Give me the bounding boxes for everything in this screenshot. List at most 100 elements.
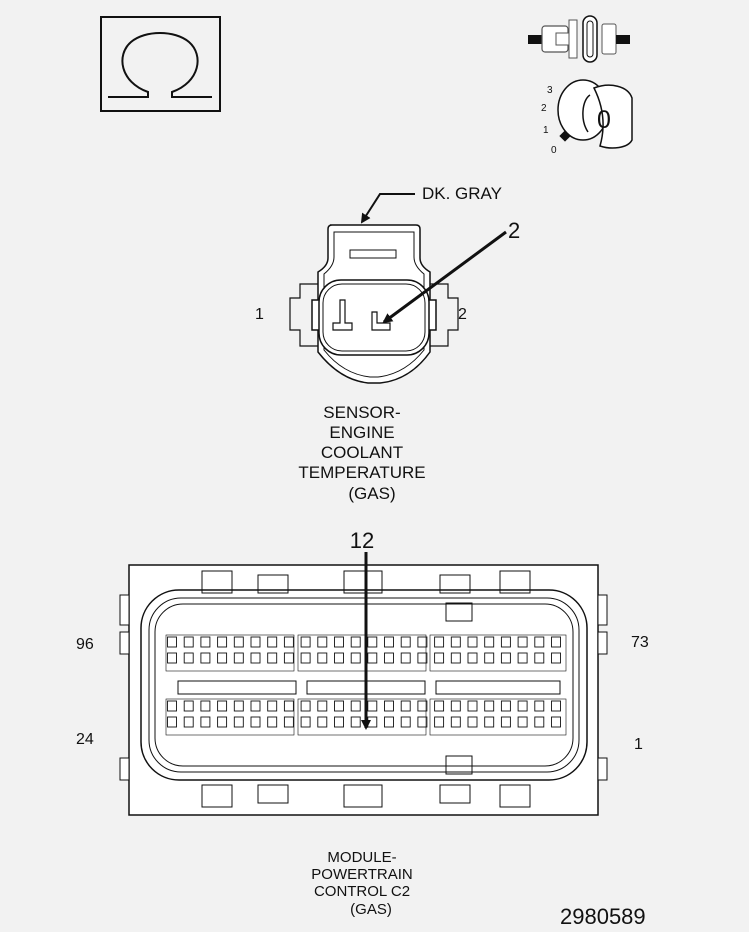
pcm-terminal-cavity [467,700,478,712]
pcm-terminal-cavity [350,700,361,712]
wire-color-label: DK. GRAY [422,184,502,203]
ignition-position-0: 0 [551,145,557,156]
pcm-pin-group-frame [429,634,567,672]
connector-disconnected-icon [528,15,630,63]
pcm-terminal-cavity [300,716,311,728]
pcm-pin-group-frame [165,698,295,736]
ignition-key-position: 0 [597,106,611,134]
pcm-terminal-cavity [450,716,461,728]
pcm-terminal-cavity [334,716,344,728]
pcm-pin-group-frame [297,698,427,736]
pcm-terminal-cavity [283,652,294,664]
pcm-terminal-cavity [167,636,177,648]
pcm-terminal-cavity [417,652,428,664]
pcm-connector-face [119,564,608,816]
pcm-terminal-cavity [500,716,511,728]
pcm-terminal-cavity [384,716,394,728]
pcm-terminal-cavity [467,716,478,728]
pcm-terminal-cavity [283,700,294,712]
sensor-pin-1-label: 1 [255,306,264,323]
pcm-terminal-cavity [517,700,528,712]
pcm-terminal-cavity [334,700,344,712]
pcm-terminal-cavity [217,700,228,712]
pcm-terminal-cavity [267,652,278,664]
pcm-terminal-cavity [467,636,478,648]
pcm-terminal-cavity [167,700,177,712]
pcm-title-line-2: POWERTRAIN [311,866,413,883]
pcm-terminal-cavity [334,636,344,648]
pcm-terminal-cavity [217,716,228,728]
pcm-terminal-cavity [500,636,511,648]
pcm-terminal-cavity [384,636,394,648]
pcm-terminal-cavity [551,652,561,664]
pcm-pin-group-frame [429,698,567,736]
pcm-terminal-cavity [300,652,311,664]
ignition-position-3: 3 [547,85,553,96]
pcm-terminal-cavity [183,652,194,664]
pcm-terminal-cavity [334,652,344,664]
pcm-terminal-cavity [534,636,545,648]
pcm-terminal-cavity [450,652,461,664]
pcm-terminal-cavity [317,700,328,712]
pcm-terminal-cavity [317,652,328,664]
pcm-terminal-cavity [500,700,511,712]
pcm-terminal-cavity [400,652,411,664]
pcm-terminal-cavity [384,700,394,712]
pcm-terminal-cavity [283,636,294,648]
pcm-terminal-cavity [517,716,528,728]
pcm-terminal-cavity [367,636,378,648]
pcm-terminal-cavity [250,652,261,664]
sensor-title-line-4: TEMPERATURE [298,463,426,482]
pcm-terminal-cavity [517,652,528,664]
pcm-terminal-cavity [551,700,561,712]
pcm-terminal-cavity [400,636,411,648]
pcm-terminal-cavity [267,716,278,728]
pcm-terminal-cavity [417,636,428,648]
pcm-terminal-cavity [367,700,378,712]
pcm-terminal-cavity [417,700,428,712]
pcm-terminal-cavity [534,652,545,664]
pcm-terminal-cavity [350,636,361,648]
pcm-terminal-cavity [200,636,211,648]
pcm-terminal-cavity [250,700,261,712]
pcm-terminal-cavity [517,636,528,648]
sensor-pin-2-label: 2 [458,306,467,323]
pcm-terminal-cavity [250,716,261,728]
pcm-terminal-cavity [434,636,445,648]
pcm-terminal-cavity [167,716,177,728]
pcm-terminal-cavity [233,652,244,664]
pcm-terminal-cavity [500,652,511,664]
pcm-terminal-cavity [183,636,194,648]
pcm-terminal-cavity [551,636,561,648]
wire-color-leader [360,193,415,224]
pcm-terminal-cavity [434,716,445,728]
pcm-terminal-cavity [400,716,411,728]
pcm-pin-grid [165,634,567,736]
pcm-terminal-cavity [217,636,228,648]
sensor-pin-callout-arrow [382,230,507,324]
pcm-terminal-cavity [534,716,545,728]
pcm-terminal-cavity [167,652,177,664]
sensor-title-line-2: ENGINE [329,423,395,442]
pcm-terminal-cavity [233,700,244,712]
sensor-title-line-1: SENSOR- [323,403,401,422]
pcm-terminal-cavity [450,700,461,712]
pcm-terminal-cavity [200,700,211,712]
pcm-terminal-cavity [300,636,311,648]
pcm-terminal-cavity [434,700,445,712]
pcm-title-line-1: MODULE- [327,849,397,866]
pcm-terminal-cavity [300,700,311,712]
pcm-terminal-cavity [267,700,278,712]
pcm-terminal-cavity [183,716,194,728]
pcm-title-line-3: CONTROL C2 [313,883,411,900]
pcm-pin-group-frame [165,634,295,672]
pcm-pin-group-frame [297,634,427,672]
pcm-pin-96-label: 96 [76,636,94,653]
pcm-terminal-cavity [484,700,495,712]
sensor-connector-face [289,224,459,384]
pcm-terminal-cavity [367,652,378,664]
pcm-terminal-cavity [350,716,361,728]
pcm-terminal-cavity [484,652,495,664]
pcm-terminal-cavity [400,700,411,712]
pcm-terminal-cavity [434,652,445,664]
